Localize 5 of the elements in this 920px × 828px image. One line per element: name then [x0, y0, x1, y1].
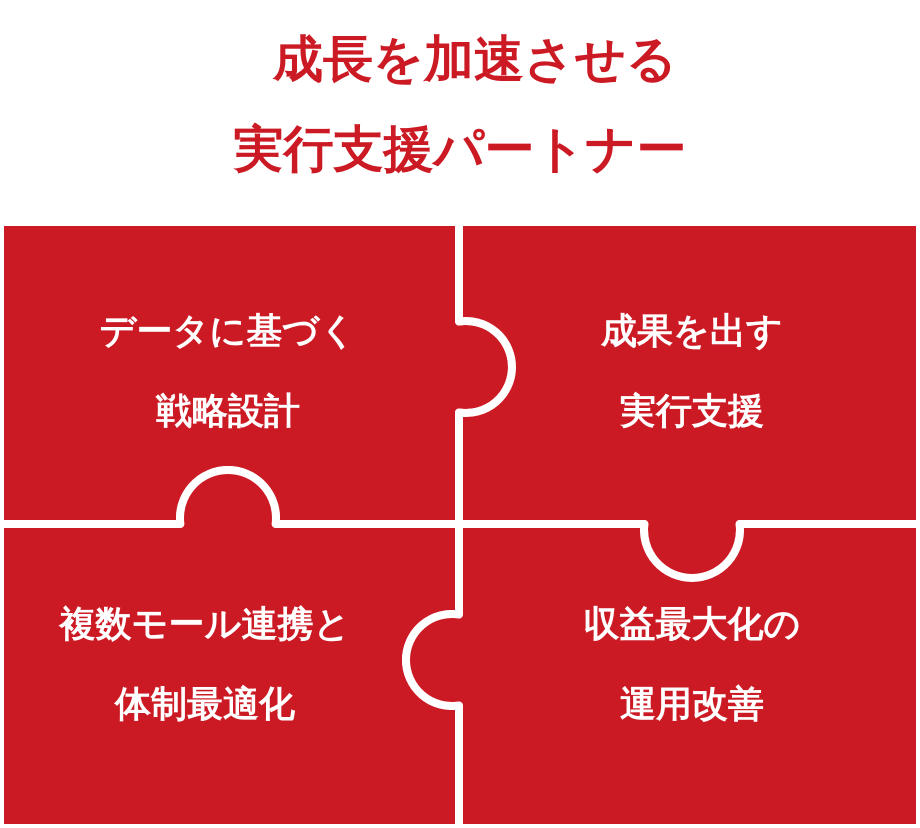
piece-label: 成果を出す実行支援 — [600, 310, 784, 434]
piece-label: データに基づく戦略設計 — [98, 310, 358, 434]
piece-label: 複数モール連携と体制最適化 — [58, 603, 352, 727]
title: 成長を加速させる実行支援パートナー — [232, 29, 688, 180]
piece-label: 収益最大化の運用改善 — [582, 603, 802, 727]
